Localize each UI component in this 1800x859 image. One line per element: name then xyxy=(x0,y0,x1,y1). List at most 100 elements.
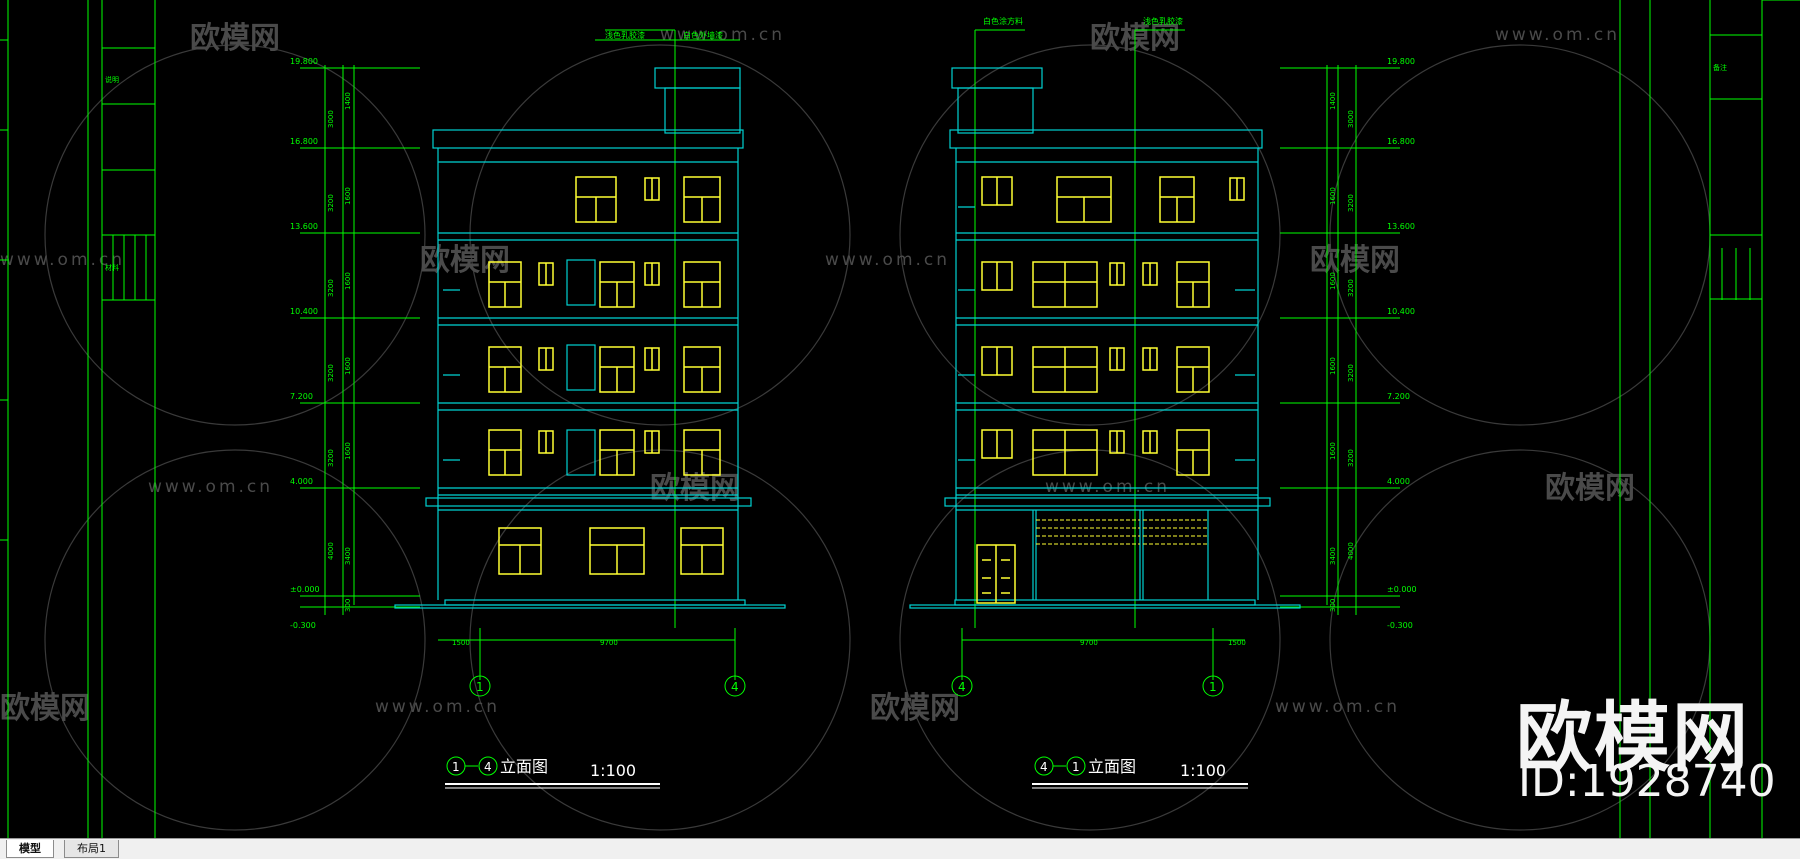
level-label: 19.800 xyxy=(290,57,318,66)
dim-label: 3000 xyxy=(1347,110,1355,128)
tab-layout1[interactable]: 布局1 xyxy=(64,840,119,858)
drawing-canvas[interactable]: 欧模网 欧模网 www.om.cn www.om.cn 欧模网 欧模网 www.… xyxy=(0,0,1800,838)
dim-label: 3200 xyxy=(327,194,335,212)
drawing-scale: 1:100 xyxy=(590,761,636,780)
level-label: 10.400 xyxy=(290,307,318,316)
dim-label: 3200 xyxy=(327,449,335,467)
watermark-logo: 欧模网 xyxy=(1310,243,1400,278)
tab-model[interactable]: 模型 xyxy=(6,840,54,858)
left-level-ticks xyxy=(300,67,420,608)
material-note: 白色外墙漆 xyxy=(683,30,723,40)
dim-label: 1600 xyxy=(1329,442,1337,460)
dim-label: 300 xyxy=(1329,599,1337,612)
right-dimension-lines xyxy=(961,29,1357,680)
watermark-logo: 欧模网 xyxy=(870,691,960,726)
dim-label: 1600 xyxy=(1329,272,1337,290)
right-elevation: 19.800 16.800 13.600 10.400 7.200 4.000 … xyxy=(909,16,1417,789)
right-garage-shutters xyxy=(1036,519,1208,545)
dim-label: 1600 xyxy=(344,357,352,375)
right-dim-labels: 3000 3200 3200 3200 3200 4000 1400 1600 … xyxy=(1329,92,1355,612)
dim-label: 1600 xyxy=(1329,187,1337,205)
dim-label: 300 xyxy=(344,599,352,612)
axis-label: 1 xyxy=(1209,680,1217,694)
side-note: 材料 xyxy=(105,263,119,272)
right-title-block xyxy=(1619,0,1800,838)
material-note: 白色涂方料 xyxy=(983,16,1023,26)
watermark-site: www.om.cn xyxy=(1045,477,1170,497)
dim-label: 1600 xyxy=(344,187,352,205)
drawing-title: 立面图 xyxy=(500,757,548,776)
left-windows xyxy=(488,176,724,575)
dim-label: 1400 xyxy=(344,92,352,110)
level-label: -0.300 xyxy=(290,621,316,630)
level-label: 4.000 xyxy=(1387,477,1410,486)
watermark-site: www.om.cn xyxy=(0,250,125,270)
left-elevation: 19.800 16.800 13.600 10.400 7.200 4.000 … xyxy=(290,29,786,789)
axis-label: 4 xyxy=(958,680,966,694)
dim-label: 3200 xyxy=(327,279,335,297)
watermark-site: www.om.cn xyxy=(1495,25,1620,45)
right-level-ticks xyxy=(1280,67,1400,608)
level-label: 19.800 xyxy=(1387,57,1415,66)
level-label: ±0.000 xyxy=(1387,585,1417,594)
title-axis: 4 xyxy=(484,760,492,774)
dim-label: 1400 xyxy=(1329,92,1337,110)
level-label: 13.600 xyxy=(290,222,318,231)
title-axis: 4 xyxy=(1040,760,1048,774)
watermark-site: www.om.cn xyxy=(375,697,500,717)
dim-label: 3000 xyxy=(327,110,335,128)
level-label: 4.000 xyxy=(290,477,313,486)
level-label: 7.200 xyxy=(1387,392,1410,401)
left-horiz-dims: 1500 9700 xyxy=(452,639,618,647)
dim-label: 1500 xyxy=(452,639,470,647)
watermark-big-logo: 欧模网 xyxy=(1516,693,1750,782)
left-dimension-lines xyxy=(324,29,740,680)
watermark-site: www.om.cn xyxy=(825,250,950,270)
left-title-block xyxy=(0,0,156,838)
right-axis-bubbles: 4 1 xyxy=(951,675,1224,697)
level-label: 10.400 xyxy=(1387,307,1415,316)
dim-label: 3200 xyxy=(1347,194,1355,212)
dim-label: 4000 xyxy=(1347,542,1355,560)
dim-label: 3400 xyxy=(344,547,352,565)
layout-tab-bar: 模型 布局1 xyxy=(0,838,1800,859)
watermark-logo: 欧模网 xyxy=(0,691,90,726)
left-notes: 浅色乳胶漆 白色外墙漆 xyxy=(605,30,723,40)
left-drawing-title: 1 4 立面图 1:100 xyxy=(445,756,660,789)
right-horiz-dims: 9700 1500 xyxy=(1080,639,1246,647)
right-drawing-title: 4 1 立面图 1:100 xyxy=(1032,756,1248,789)
watermark-logo: 欧模网 xyxy=(190,21,280,56)
level-label: ±0.000 xyxy=(290,585,320,594)
left-level-labels: 19.800 16.800 13.600 10.400 7.200 4.000 … xyxy=(290,57,320,630)
dim-label: 1500 xyxy=(1228,639,1246,647)
watermark-site: www.om.cn xyxy=(148,477,273,497)
level-label: -0.300 xyxy=(1387,621,1413,630)
axis-label: 1 xyxy=(476,680,484,694)
dim-label: 3400 xyxy=(1329,547,1337,565)
right-building-outline xyxy=(909,67,1301,609)
left-building-outline xyxy=(394,67,786,609)
cad-drawing: 欧模网 欧模网 www.om.cn www.om.cn 欧模网 欧模网 www.… xyxy=(0,0,1800,838)
dim-label: 3200 xyxy=(1347,364,1355,382)
side-panel-notes: 说明 材料 备注 xyxy=(105,63,1727,272)
dim-label: 4000 xyxy=(327,542,335,560)
side-note: 说明 xyxy=(105,75,119,84)
watermark-site: www.om.cn xyxy=(1275,697,1400,717)
right-notes: 白色涂方料 浅色乳胶漆 xyxy=(983,16,1183,26)
left-dim-labels: 3000 3200 3200 3200 3200 4000 1400 1600 … xyxy=(327,92,352,612)
dim-label: 3200 xyxy=(1347,449,1355,467)
left-axis-bubbles: 1 4 xyxy=(469,675,746,697)
dim-label: 9700 xyxy=(1080,639,1098,647)
dim-label: 1600 xyxy=(1329,357,1337,375)
level-label: 13.600 xyxy=(1387,222,1415,231)
drawing-scale: 1:100 xyxy=(1180,761,1226,780)
watermark-logo: 欧模网 xyxy=(1545,471,1635,506)
material-note: 浅色乳胶漆 xyxy=(1143,16,1183,26)
dim-label: 3200 xyxy=(1347,279,1355,297)
level-label: 16.800 xyxy=(290,137,318,146)
dim-label: 1600 xyxy=(344,442,352,460)
watermark-logo: 欧模网 xyxy=(420,243,510,278)
title-axis: 1 xyxy=(1072,760,1080,774)
right-level-labels: 19.800 16.800 13.600 10.400 7.200 4.000 … xyxy=(1387,57,1417,630)
side-note: 备注 xyxy=(1713,63,1727,72)
